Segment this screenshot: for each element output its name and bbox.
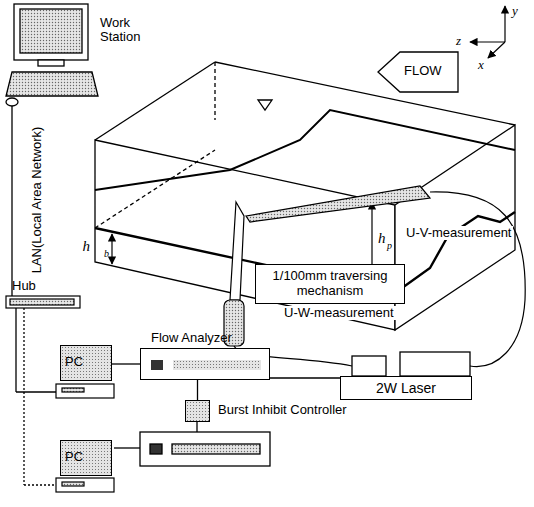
analyzer-panel <box>173 360 261 370</box>
device-label: Flow Analyzer <box>151 331 232 346</box>
node-text: PC <box>65 450 107 465</box>
node-text: 2W Laser <box>345 380 467 396</box>
network-label: LAN(Local Area Network) <box>30 127 44 274</box>
controller-box: Burst Inhibit Controller <box>185 400 210 422</box>
device-label: Work Station <box>100 16 160 45</box>
second-analyzer <box>114 422 270 466</box>
measurement-label: U-V-measurement <box>404 226 513 240</box>
device-label: Hub <box>12 279 36 293</box>
node-text: PC <box>65 355 107 370</box>
laser-optics <box>352 352 470 376</box>
pc-screen: PC <box>60 440 112 476</box>
analyzer-box: Flow Analyzer <box>140 348 270 380</box>
flume-channel <box>95 62 515 330</box>
cable-line <box>112 363 140 364</box>
cable-line <box>270 377 340 378</box>
dimension-label: h <box>83 238 91 255</box>
pc-screen: PC <box>60 345 112 381</box>
hub-device <box>6 296 80 308</box>
mechanism-box: 1/100mm traversing mechanism <box>255 264 405 304</box>
axis-label: x <box>478 58 484 72</box>
dimension-subscript: p <box>387 240 392 251</box>
lda-probe <box>224 186 525 366</box>
cable-line <box>197 380 198 400</box>
pc-base <box>56 384 114 492</box>
axis-arrows <box>470 6 505 58</box>
axis-label: y <box>512 4 518 18</box>
device-label: Burst Inhibit Controller <box>218 403 347 418</box>
flow-arrow <box>378 52 458 92</box>
node-text: 1/100mm traversing mechanism <box>262 269 398 299</box>
axis-label: z <box>456 34 461 48</box>
laser-box: 2W Laser <box>340 376 472 400</box>
measurement-label: U-W-measurement <box>282 306 396 320</box>
dimension-subscript: b <box>104 248 109 259</box>
workstation-icon <box>6 4 98 106</box>
analyzer-display <box>151 360 163 370</box>
flow-label: FLOW <box>404 64 442 78</box>
dimension-label: h <box>378 230 386 247</box>
